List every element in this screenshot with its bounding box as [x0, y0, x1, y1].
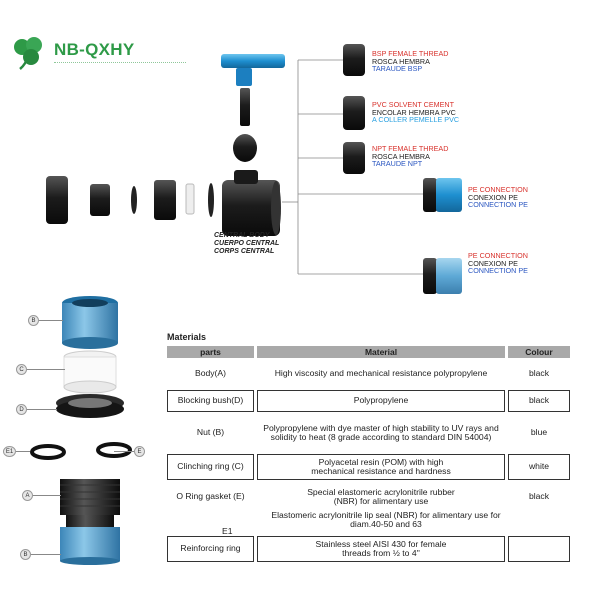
callout-pvc: PVC SOLVENT CEMENT ENCOLAR HEMBRA PVC A … [372, 101, 459, 124]
row-reinforcing-ring-colour [508, 536, 570, 562]
row-e1-part: E1 [222, 525, 233, 536]
pe-fitting-1 [423, 178, 462, 212]
nut-b-bottom [60, 527, 120, 565]
row-o-ring-colour: black [528, 491, 550, 502]
blocking-bush-d [56, 394, 124, 418]
callout-npt-line-3: TARAUDE NPT [372, 159, 423, 169]
central-body-label: CENTRAL BODY CUERPO CENTRAL CORPS CENTRA… [214, 232, 279, 256]
tag-d-leader [27, 409, 57, 410]
tag-e: E [134, 446, 145, 457]
row-o-ring-part: O Ring gasket (E) [176, 491, 245, 502]
callout-bsp: BSP FEMALE THREAD ROSCA HEMBRA TARAUDE B… [372, 50, 448, 73]
central-body-line-1: CENTRAL BODY [214, 232, 270, 239]
tag-b-bottom-leader [31, 554, 61, 555]
brand-name: NB-QXHY [54, 40, 135, 59]
tag-a: A [22, 490, 33, 501]
callout-npt-line-1: NPT FEMALE THREAD [372, 144, 449, 153]
row-clinching-ring-part: Clinching ring (C) [167, 454, 254, 480]
left-exploded-parts [46, 176, 214, 224]
callout-pe1-line-2: CONEXION PE [468, 192, 518, 202]
callout-pvc-line-1: PVC SOLVENT CEMENT [372, 100, 455, 109]
tag-a-leader [33, 495, 61, 496]
tag-b-top: B [28, 315, 39, 326]
callout-pe-2: PE CONNECTION CONEXION PE CONNECTION PE [468, 252, 528, 275]
row-e1-colour [508, 510, 570, 534]
o-rings-e [30, 442, 132, 460]
pe-fitting-2 [423, 258, 462, 294]
tag-e-leader [114, 451, 134, 452]
central-body [222, 170, 281, 236]
valve-ball [233, 134, 257, 162]
brand-underline [54, 62, 186, 66]
row-e1-material: Elastomeric acrylonitrile lip seal (NBR)… [271, 509, 501, 529]
bsp-fitting [343, 44, 365, 76]
callout-pe2-line-1: PE CONNECTION [468, 251, 528, 260]
callout-npt-line-2: ROSCA HEMBRA [372, 151, 430, 161]
materials-title: Materials [167, 332, 207, 342]
shamrock-icon [14, 37, 42, 70]
row-clinching-ring-colour: white [508, 454, 570, 480]
callout-npt: NPT FEMALE THREAD ROSCA HEMBRA TARAUDE N… [372, 145, 448, 168]
tag-b-top-leader [39, 320, 63, 321]
callout-pe-1: PE CONNECTION CONEXION PE CONNECTION PE [468, 186, 528, 209]
row-nut-part: Nut (B) [196, 427, 225, 438]
row-blocking-bush-part: Blocking bush(D) [167, 390, 254, 412]
central-body-line-3: CORPS CENTRAL [214, 248, 275, 255]
tag-d: D [16, 404, 27, 415]
header-colour: Colour [508, 346, 570, 358]
row-o-ring-material: Special elastomeric acrylonitrile rubber… [307, 486, 455, 506]
row-body-part: Body(A) [194, 368, 227, 379]
header-material: Material [257, 346, 505, 358]
row-nut-material: Polypropylene with dye master of high st… [263, 422, 499, 442]
callout-pe2-line-2: CONEXION PE [468, 258, 518, 268]
body-a [60, 479, 120, 527]
tag-e1: E1 [3, 446, 16, 457]
parts-stack-illustration [30, 296, 132, 565]
row-body-material: High viscosity and mechanical resistance… [274, 368, 488, 379]
callout-pe1-line-1: PE CONNECTION [468, 185, 528, 194]
clinching-ring-c [63, 350, 117, 394]
tag-e1-leader [16, 451, 30, 452]
valve-handle [221, 54, 285, 126]
callout-bsp-line-1: BSP FEMALE THREAD [372, 49, 449, 58]
tag-b-bottom: B [20, 549, 31, 560]
row-reinforcing-ring-material: Stainless steel AISI 430 for female thre… [257, 536, 505, 562]
row-nut-colour: blue [530, 427, 548, 438]
callout-bsp-line-3: TARAUDE BSP [372, 64, 423, 74]
callout-pvc-line-3: A COLLER PEMELLE PVC [372, 115, 460, 125]
row-blocking-bush-material: Polypropylene [257, 390, 505, 412]
exploded-assembly-diagram [46, 44, 462, 294]
callout-bsp-line-2: ROSCA HEMBRA [372, 56, 430, 66]
row-clinching-ring-material: Polyacetal resin (POM) with high mechani… [257, 454, 505, 480]
row-reinforcing-ring-part: Reinforcing ring [167, 536, 254, 562]
tag-c-leader [27, 369, 65, 370]
callout-pvc-line-2: ENCOLAR HEMBRA PVC [372, 107, 456, 117]
pvc-fitting [343, 96, 365, 130]
row-body-colour: black [528, 368, 550, 379]
callout-pe1-line-3: CONNECTION PE [468, 200, 528, 210]
npt-fitting [343, 142, 365, 174]
nut-b-top [62, 296, 118, 349]
header-parts: parts [167, 346, 254, 358]
callout-lines [282, 59, 425, 275]
callout-pe2-line-3: CONNECTION PE [468, 266, 528, 276]
tag-c: C [16, 364, 27, 375]
central-body-line-2: CUERPO CENTRAL [214, 240, 280, 247]
row-blocking-bush-colour: black [508, 390, 570, 412]
brand-logo: NB-QXHY [10, 36, 210, 72]
